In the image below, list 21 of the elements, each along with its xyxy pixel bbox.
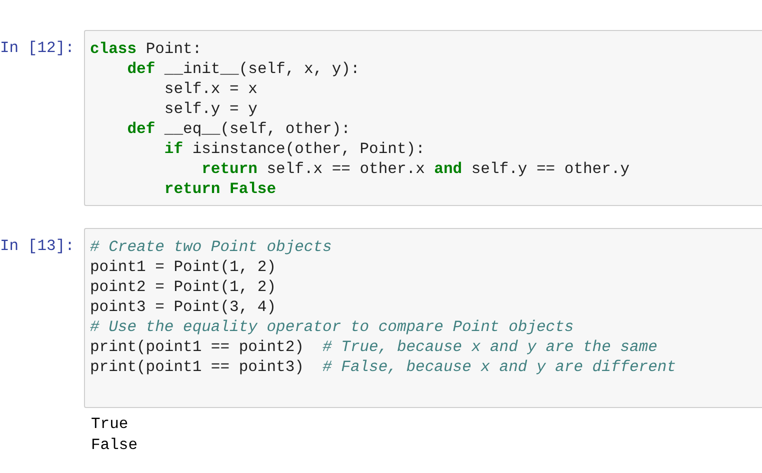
code-line: return self.x == other.x and self.y == other.y <box>200 159 630 179</box>
code-cell <box>84 30 762 206</box>
code-line: if isinstance(other, Point): <box>163 139 425 159</box>
input-prompt: In [13]: <box>0 236 76 257</box>
code-line: point2 = Point(1, 2) <box>90 277 276 297</box>
code-line: point1 = Point(1, 2) <box>90 257 276 277</box>
code-line: self.y = y <box>163 99 258 119</box>
code-line: return False <box>163 179 276 199</box>
code-line: def __eq__(self, other): <box>126 119 350 139</box>
input-prompt: In [12]: <box>0 38 76 59</box>
code-line: point3 = Point(3, 4) <box>90 297 276 317</box>
code-line: # Use the equality operator to compare Point objects <box>90 317 574 337</box>
code-line: self.x = x <box>163 79 258 99</box>
output-text: False <box>91 435 138 456</box>
code-line: print(point1 == point3) # False, because x and y are different <box>90 357 676 377</box>
code-line: def __init__(self, x, y): <box>126 59 360 79</box>
output-text: True <box>91 414 128 435</box>
code-line: print(point1 == point2) # True, because x and y are the same <box>90 337 658 357</box>
code-cell <box>84 228 762 408</box>
code-line: # Create two Point objects <box>90 237 332 257</box>
code-line: class Point: <box>90 39 202 59</box>
